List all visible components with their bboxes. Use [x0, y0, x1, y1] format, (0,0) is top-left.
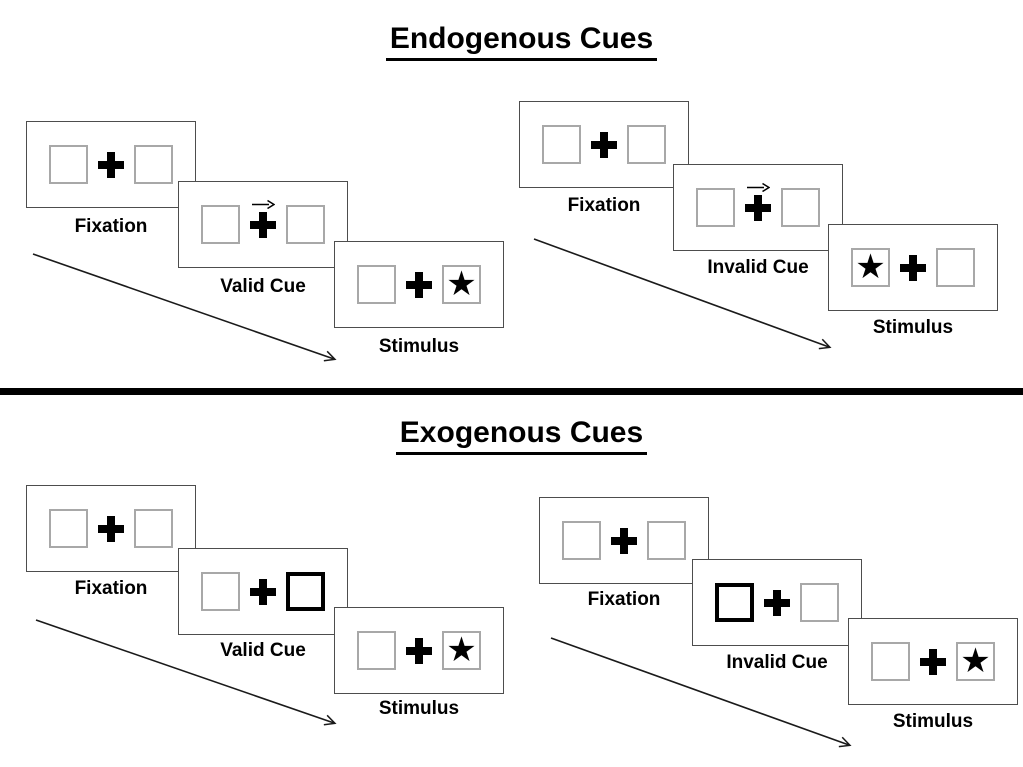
placeholder-box-right: [647, 521, 686, 560]
fixation-cross-group: [900, 254, 926, 281]
star-icon: ★: [960, 640, 991, 681]
cue-box-left: [715, 583, 754, 622]
section-title-endogenous: Endogenous Cues: [0, 22, 1023, 61]
placeholder-box-right: [286, 205, 325, 244]
placeholder-box-right: [781, 188, 820, 227]
cue-box-right: [286, 572, 325, 611]
exo-valid-cue-panel: [178, 548, 348, 635]
fixation-cross-icon: [591, 131, 617, 158]
endo-valid-fixation-panel: [26, 121, 196, 208]
fixation-cross-icon: [406, 637, 432, 664]
star-icon: ★: [855, 246, 886, 287]
placeholder-box-left: [357, 265, 396, 304]
exo-invalid-cue-panel: [692, 559, 862, 646]
placeholder-box-left: [542, 125, 581, 164]
placeholder-box-left: [871, 642, 910, 681]
panel-label-stimulus: Stimulus: [892, 711, 974, 732]
fixation-cross-group: [745, 182, 771, 221]
star-icon: ★: [446, 263, 477, 304]
placeholder-box-right: [134, 145, 173, 184]
endo-valid-cue-panel: [178, 181, 348, 268]
right-arrow-icon: [252, 199, 275, 209]
panel-label-fixation: Fixation: [587, 589, 661, 610]
panel-label-stimulus: Stimulus: [378, 698, 460, 719]
panel-label-stimulus: Stimulus: [378, 336, 460, 357]
section-title-text: Endogenous Cues: [385, 22, 658, 61]
placeholder-box-left: [696, 188, 735, 227]
placeholder-box-left: [201, 205, 240, 244]
exo-invalid-stimulus-panel: ★: [848, 618, 1018, 705]
fixation-cross-icon: [250, 211, 276, 238]
fixation-cross-group: [250, 578, 276, 605]
fixation-cross-group: [611, 527, 637, 554]
panel-label-fixation: Fixation: [74, 216, 148, 237]
timeline-arrow-endogenous-invalid: [533, 238, 832, 350]
fixation-cross-icon: [611, 527, 637, 554]
fixation-cross-group: [764, 589, 790, 616]
panel-label-valid-cue: Valid Cue: [220, 276, 306, 297]
exo-valid-stimulus-panel: ★: [334, 607, 504, 694]
endo-valid-stimulus-panel: ★: [334, 241, 504, 328]
section-title-exogenous: Exogenous Cues: [0, 416, 1023, 455]
panel-label-stimulus: Stimulus: [872, 317, 954, 338]
star-icon: ★: [446, 629, 477, 670]
star-box-right: ★: [442, 631, 481, 670]
fixation-cross-group: [591, 131, 617, 158]
star-box-right: ★: [442, 265, 481, 304]
panel-label-valid-cue: Valid Cue: [220, 640, 306, 661]
placeholder-box-left: [357, 631, 396, 670]
fixation-cross-group: [98, 515, 124, 542]
timeline-arrow-exogenous-invalid: [550, 637, 852, 748]
fixation-cross-icon: [98, 515, 124, 542]
timeline-arrow-exogenous-valid: [35, 619, 337, 726]
placeholder-box-right: [936, 248, 975, 287]
fixation-cross-icon: [920, 648, 946, 675]
fixation-cross-group: [920, 648, 946, 675]
placeholder-box-left: [562, 521, 601, 560]
placeholder-box-left: [201, 572, 240, 611]
fixation-cross-group: [250, 199, 276, 238]
endo-invalid-fixation-panel: [519, 101, 689, 188]
panel-label-fixation: Fixation: [74, 578, 148, 599]
endo-invalid-cue-panel: [673, 164, 843, 251]
endo-invalid-stimulus-panel: ★: [828, 224, 998, 311]
section-title-text: Exogenous Cues: [395, 416, 648, 455]
fixation-cross-icon: [406, 271, 432, 298]
panel-label-invalid-cue: Invalid Cue: [707, 257, 809, 278]
right-arrow-icon: [747, 182, 770, 192]
placeholder-box-right: [800, 583, 839, 622]
fixation-cross-group: [406, 271, 432, 298]
fixation-cross-icon: [250, 578, 276, 605]
panel-label-invalid-cue: Invalid Cue: [726, 652, 828, 673]
exo-invalid-fixation-panel: [539, 497, 709, 584]
fixation-cross-icon: [900, 254, 926, 281]
star-box-left: ★: [851, 248, 890, 287]
placeholder-box-left: [49, 145, 88, 184]
fixation-cross-icon: [98, 151, 124, 178]
fixation-cross-icon: [745, 194, 771, 221]
placeholder-box-left: [49, 509, 88, 548]
timeline-arrow-endogenous-valid: [32, 253, 337, 362]
panel-label-fixation: Fixation: [567, 195, 641, 216]
fixation-cross-group: [98, 151, 124, 178]
fixation-cross-group: [406, 637, 432, 664]
placeholder-box-right: [134, 509, 173, 548]
exo-valid-fixation-panel: [26, 485, 196, 572]
star-box-right: ★: [956, 642, 995, 681]
fixation-cross-icon: [764, 589, 790, 616]
placeholder-box-right: [627, 125, 666, 164]
section-divider: [0, 388, 1023, 395]
